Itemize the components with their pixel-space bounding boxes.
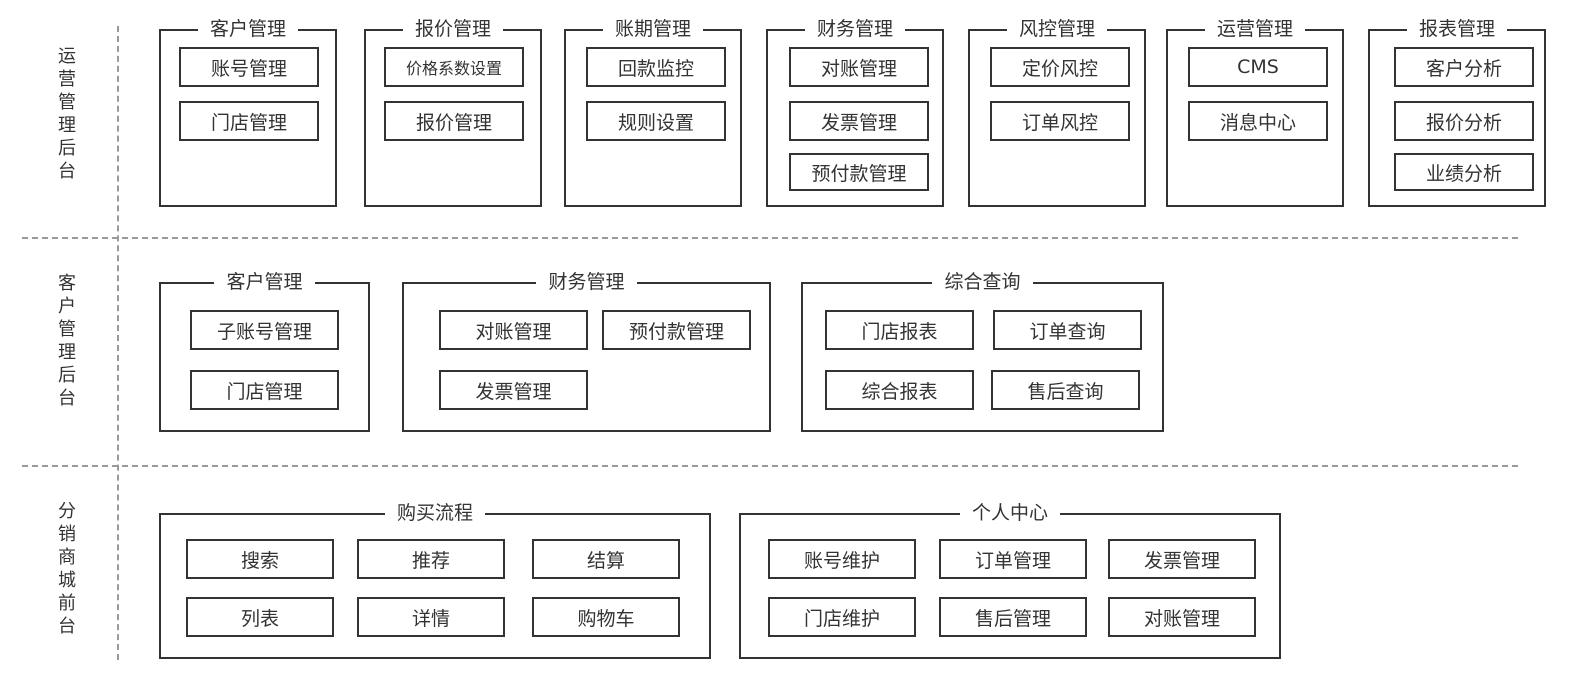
group-ops-risk-mgmt: 风控管理 定价风控 订单风控: [968, 18, 1146, 207]
group-title: 购买流程: [384, 502, 485, 524]
group-ops-finance-mgmt: 财务管理 对账管理 发票管理 预付款管理: [766, 18, 944, 207]
module-button[interactable]: 购物车: [532, 597, 680, 637]
group-mall-purchase-flow: 购买流程 搜索 推荐 结算 列表 详情 购物车: [159, 502, 711, 659]
module-button[interactable]: 发票管理: [439, 370, 588, 410]
tier-label-ops-admin: 运营管理后台: [58, 46, 76, 182]
group-title: 综合查询: [932, 271, 1033, 293]
group-ops-payment-term-mgmt: 账期管理 回款监控 规则设置: [564, 18, 742, 207]
tier-label-mall-frontend: 分销商城前台: [58, 501, 76, 637]
module-button[interactable]: 预付款管理: [602, 310, 751, 350]
module-button[interactable]: 售后管理: [939, 597, 1087, 637]
module-button[interactable]: 门店报表: [825, 310, 974, 350]
group-ops-customer-mgmt: 客户管理 账号管理 门店管理: [159, 18, 337, 207]
module-button[interactable]: 定价风控: [990, 47, 1130, 87]
module-button[interactable]: 对账管理: [1108, 597, 1256, 637]
module-button[interactable]: 预付款管理: [789, 153, 929, 191]
group-title: 报表管理: [1406, 18, 1507, 40]
module-button[interactable]: 售后查询: [991, 370, 1140, 410]
group-title: 客户管理: [197, 18, 298, 40]
module-button[interactable]: 门店管理: [190, 370, 339, 410]
group-ops-operation-mgmt: 运营管理 CMS 消息中心: [1166, 18, 1344, 207]
module-button[interactable]: 价格系数设置: [384, 47, 524, 87]
module-button[interactable]: 综合报表: [825, 370, 974, 410]
module-button[interactable]: 订单管理: [939, 539, 1087, 579]
module-button[interactable]: CMS: [1188, 47, 1328, 87]
group-title: 财务管理: [804, 18, 905, 40]
module-button[interactable]: 订单查询: [993, 310, 1142, 350]
module-button[interactable]: 订单风控: [990, 101, 1130, 141]
tier-separator-2: [22, 465, 1518, 467]
group-title: 运营管理: [1204, 18, 1305, 40]
module-button[interactable]: 规则设置: [586, 101, 726, 141]
module-button[interactable]: 业绩分析: [1394, 153, 1534, 191]
module-button[interactable]: 子账号管理: [190, 310, 339, 350]
group-ops-report-mgmt: 报表管理 客户分析 报价分析 业绩分析: [1368, 18, 1546, 207]
module-button[interactable]: 门店管理: [179, 101, 319, 141]
module-button[interactable]: 推荐: [357, 539, 505, 579]
module-button[interactable]: 发票管理: [789, 101, 929, 141]
module-button[interactable]: 门店维护: [768, 597, 916, 637]
module-button[interactable]: 报价管理: [384, 101, 524, 141]
module-button[interactable]: 报价分析: [1394, 101, 1534, 141]
module-button[interactable]: 结算: [532, 539, 680, 579]
module-button[interactable]: 搜索: [186, 539, 334, 579]
group-cust-customer-mgmt: 客户管理 子账号管理 门店管理: [159, 271, 370, 432]
group-ops-quote-mgmt: 报价管理 价格系数设置 报价管理: [364, 18, 542, 207]
group-cust-query: 综合查询 门店报表 订单查询 综合报表 售后查询: [801, 271, 1164, 432]
group-title: 客户管理: [214, 271, 315, 293]
group-title: 账期管理: [602, 18, 703, 40]
tier-label-customer-admin: 客户管理后台: [58, 273, 76, 409]
module-button[interactable]: 对账管理: [439, 310, 588, 350]
module-button[interactable]: 对账管理: [789, 47, 929, 87]
module-button[interactable]: 列表: [186, 597, 334, 637]
group-title: 风控管理: [1006, 18, 1107, 40]
tier-label-divider: [117, 26, 119, 660]
group-mall-personal-center: 个人中心 账号维护 订单管理 发票管理 门店维护 售后管理 对账管理: [739, 502, 1281, 659]
module-button[interactable]: 客户分析: [1394, 47, 1534, 87]
tier-separator-1: [22, 237, 1518, 239]
module-button[interactable]: 账号维护: [768, 539, 916, 579]
group-cust-finance-mgmt: 财务管理 对账管理 预付款管理 发票管理: [402, 271, 771, 432]
module-button[interactable]: 发票管理: [1108, 539, 1256, 579]
module-button[interactable]: 回款监控: [586, 47, 726, 87]
module-button[interactable]: 详情: [357, 597, 505, 637]
module-button[interactable]: 消息中心: [1188, 101, 1328, 141]
group-title: 报价管理: [402, 18, 503, 40]
group-title: 个人中心: [959, 502, 1060, 524]
group-title: 财务管理: [536, 271, 637, 293]
module-button[interactable]: 账号管理: [179, 47, 319, 87]
